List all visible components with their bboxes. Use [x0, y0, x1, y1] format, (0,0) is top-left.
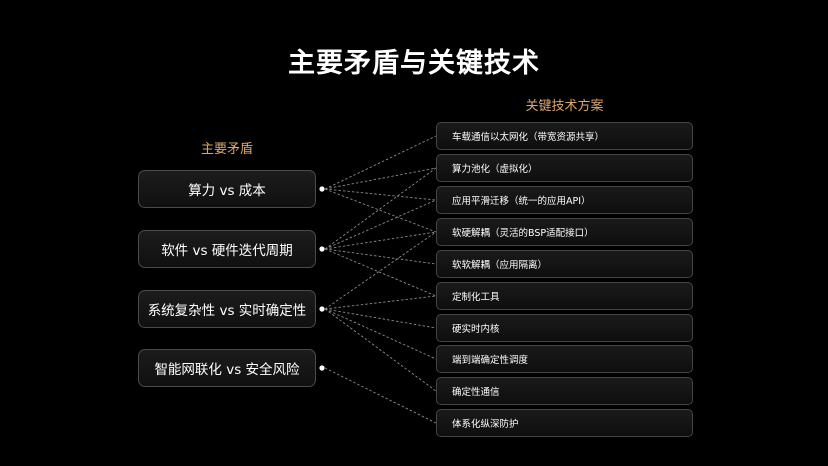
solution-box-e2e-scheduling: 端到端确定性调度 [436, 345, 693, 373]
connector-line [324, 248, 437, 297]
connector-dot [319, 306, 325, 312]
conflict-box-complexity-realtime: 系统复杂性 vs 实时确定性 [138, 290, 316, 328]
connector-line [324, 167, 437, 190]
conflict-box-connectivity-security: 智能网联化 vs 安全风险 [138, 349, 316, 387]
page-title: 主要矛盾与关键技术 [288, 48, 540, 79]
solution-box-custom-tools: 定制化工具 [436, 282, 693, 310]
solution-box-app-migration: 应用平滑迁移（统一的应用API） [436, 186, 693, 214]
solution-box-rt-kernel: 硬实时内核 [436, 314, 693, 342]
connector-line [324, 188, 437, 233]
connector-line [324, 308, 437, 360]
conflict-box-software-hardware: 软件 vs 硬件迭代周期 [138, 230, 316, 268]
conflicts-header: 主要矛盾 [200, 142, 253, 157]
connector-line [324, 308, 437, 392]
solution-box-hw-sw-decoupling: 软硬解耦（灵活的BSP适配接口） [436, 218, 693, 246]
connector-line [324, 231, 437, 250]
connector-line [324, 199, 437, 250]
solution-box-defense-in-depth: 体系化纵深防护 [436, 409, 693, 437]
connector-dot [319, 186, 325, 192]
solution-box-ethernet: 车载通信以太网化（带宽资源共享） [436, 122, 693, 150]
connector-dot [319, 365, 325, 371]
connector-line [324, 367, 437, 424]
connector-dot [319, 246, 325, 252]
solution-box-sw-sw-decoupling: 软软解耦（应用隔离） [436, 250, 693, 278]
solution-box-deterministic-comm: 确定性通信 [436, 377, 693, 405]
connector-line [324, 167, 437, 250]
connector-line [324, 295, 437, 310]
conflict-box-compute-cost: 算力 vs 成本 [138, 170, 316, 208]
connector-line [324, 188, 437, 201]
solutions-header: 关键技术方案 [525, 99, 604, 114]
connector-line [324, 308, 437, 329]
solution-box-compute-pooling: 算力池化（虚拟化） [436, 154, 693, 182]
connector-line [324, 248, 437, 265]
connector-line [324, 231, 437, 310]
connector-line [324, 135, 437, 190]
